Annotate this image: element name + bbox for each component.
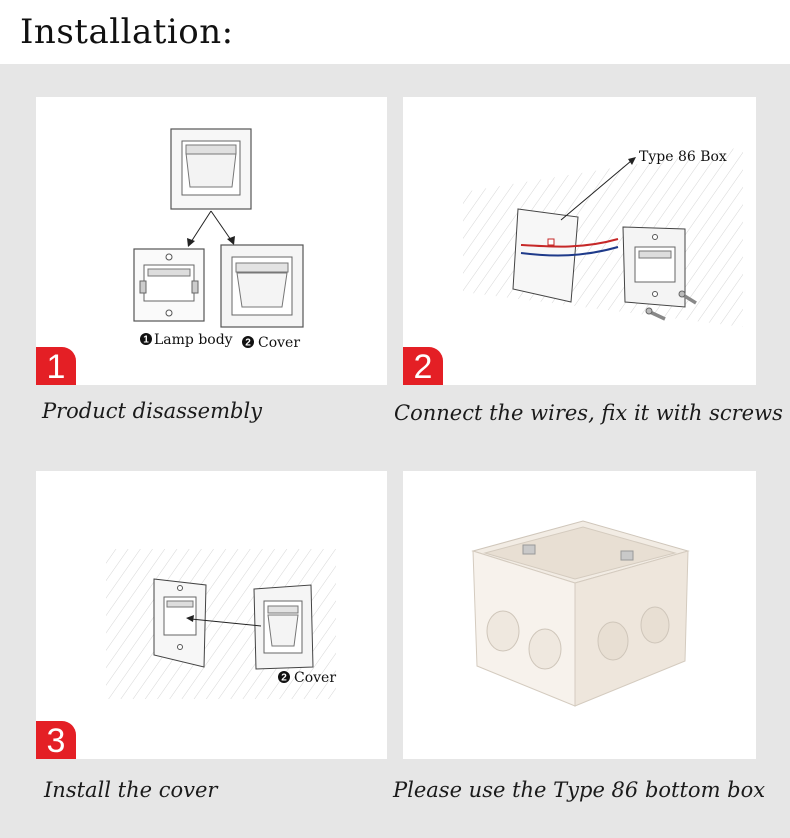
label-cover: Cover xyxy=(258,335,300,351)
step-1-caption: Product disassembly xyxy=(42,399,263,423)
label-lamp-body: Lamp body xyxy=(154,332,233,348)
step-1-badge: 1 xyxy=(36,347,76,385)
step-4-caption: Please use the Type 86 bottom box xyxy=(393,778,766,802)
step-3-panel: 2 Cover 3 xyxy=(36,471,387,759)
step-3-caption: Install the cover xyxy=(44,778,218,802)
header: Installation: xyxy=(0,0,790,64)
bottom-box-image xyxy=(471,520,690,707)
step-3-badge: 3 xyxy=(36,721,76,759)
wiring-illustration: Type 86 Box xyxy=(463,147,743,327)
step-2-badge: 2 xyxy=(403,347,443,385)
disassembly-illustration: 1 Lamp body 2 Cover xyxy=(133,128,304,351)
label-type-86-box: Type 86 Box xyxy=(639,149,727,165)
label-cover: Cover xyxy=(294,670,336,686)
step-2-panel: Type 86 Box 2 xyxy=(403,97,756,385)
label-number-2: 2 xyxy=(245,338,251,349)
page-title: Installation: xyxy=(20,12,234,52)
install-cover-illustration: 2 Cover xyxy=(106,549,336,699)
label-number-1: 1 xyxy=(143,335,149,346)
step-4-panel xyxy=(403,471,756,759)
step-2-caption: Connect the wires, fix it with screws xyxy=(394,401,783,425)
label-number-2: 2 xyxy=(281,673,287,684)
step-1-panel: 1 Lamp body 2 Cover 1 xyxy=(36,97,387,385)
